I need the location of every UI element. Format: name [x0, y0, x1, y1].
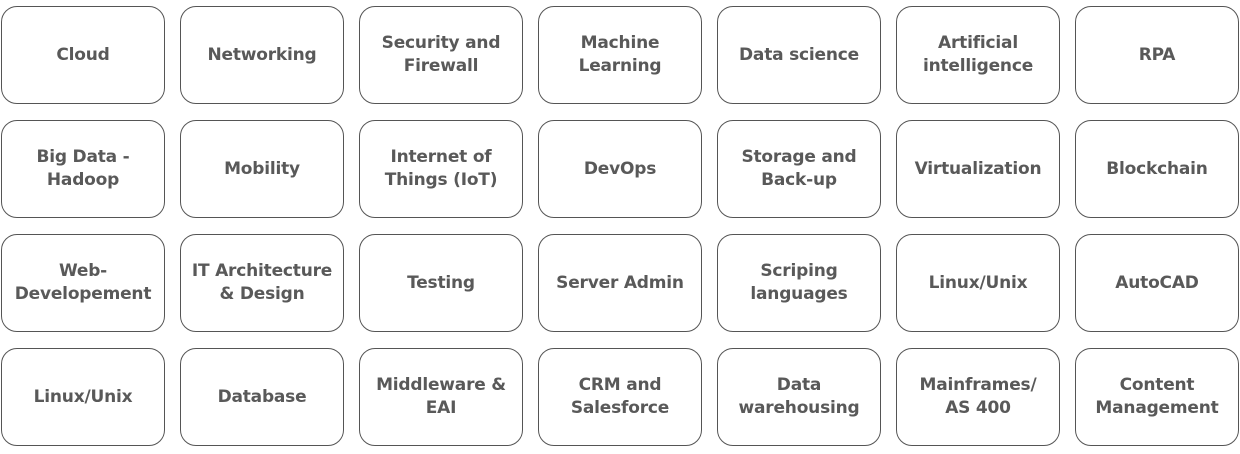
- tile-label: Networking: [207, 44, 317, 65]
- tile-label: Data warehousing: [738, 375, 860, 418]
- tile-scripting-languages: Scriping languages: [717, 234, 881, 332]
- tile-server-admin: Server Admin: [538, 234, 702, 332]
- tile-label: Big Data - Hadoop: [36, 147, 130, 190]
- tile-it-architecture-design: IT Architecture & Design: [180, 234, 344, 332]
- tile-big-data-hadoop: Big Data - Hadoop: [1, 120, 165, 218]
- tile-label: RPA: [1138, 44, 1176, 65]
- tile-label: AutoCAD: [1115, 272, 1199, 293]
- tile-label: Data science: [739, 44, 859, 65]
- tile-label: Cloud: [56, 44, 110, 65]
- tile-artificial-intelligence: Artificial intelligence: [896, 6, 1060, 104]
- tile-blockchain: Blockchain: [1075, 120, 1239, 218]
- tile-label: Security and Firewall: [381, 33, 501, 76]
- tile-label: Mobility: [224, 158, 300, 179]
- tile-label: Database: [217, 386, 307, 407]
- tile-label: Web- Developement: [14, 261, 152, 304]
- tile-label: Virtualization: [914, 158, 1042, 179]
- tile-linux-unix: Linux/Unix: [896, 234, 1060, 332]
- tile-label: Mainframes/ AS 400: [919, 375, 1037, 418]
- tile-label: Internet of Things (IoT): [384, 147, 498, 190]
- tile-middleware-eai: Middleware & EAI: [359, 348, 523, 446]
- tile-label: Middleware & EAI: [376, 375, 506, 418]
- tile-content-management: Content Management: [1075, 348, 1239, 446]
- tile-mobility: Mobility: [180, 120, 344, 218]
- tile-label: Linux/Unix: [928, 272, 1028, 293]
- tile-label: Scriping languages: [750, 261, 848, 304]
- tile-label: DevOps: [583, 158, 657, 179]
- tile-label: Testing: [407, 272, 475, 293]
- tile-label: IT Architecture & Design: [191, 261, 333, 304]
- tile-label: Storage and Back-up: [741, 147, 857, 190]
- tile-devops: DevOps: [538, 120, 702, 218]
- tile-label: Server Admin: [556, 272, 684, 293]
- tile-virtualization: Virtualization: [896, 120, 1060, 218]
- tile-label: Machine Learning: [578, 33, 662, 76]
- tile-label: CRM and Salesforce: [570, 375, 670, 418]
- tile-data-science: Data science: [717, 6, 881, 104]
- tile-cloud: Cloud: [1, 6, 165, 104]
- tile-networking: Networking: [180, 6, 344, 104]
- tile-data-warehousing: Data warehousing: [717, 348, 881, 446]
- tile-autocad: AutoCAD: [1075, 234, 1239, 332]
- tile-machine-learning: Machine Learning: [538, 6, 702, 104]
- technology-tile-grid: Cloud Networking Security and Firewall M…: [1, 6, 1239, 446]
- tile-storage-and-backup: Storage and Back-up: [717, 120, 881, 218]
- tile-web-development: Web- Developement: [1, 234, 165, 332]
- tile-security-and-firewall: Security and Firewall: [359, 6, 523, 104]
- tile-internet-of-things: Internet of Things (IoT): [359, 120, 523, 218]
- tile-crm-salesforce: CRM and Salesforce: [538, 348, 702, 446]
- tile-linux-unix-2: Linux/Unix: [1, 348, 165, 446]
- tile-label: Artificial intelligence: [922, 33, 1034, 76]
- tile-label: Blockchain: [1106, 158, 1208, 179]
- tile-mainframes-as400: Mainframes/ AS 400: [896, 348, 1060, 446]
- tile-rpa: RPA: [1075, 6, 1239, 104]
- tile-label: Linux/Unix: [33, 386, 133, 407]
- tile-testing: Testing: [359, 234, 523, 332]
- tile-label: Content Management: [1095, 375, 1219, 418]
- tile-database: Database: [180, 348, 344, 446]
